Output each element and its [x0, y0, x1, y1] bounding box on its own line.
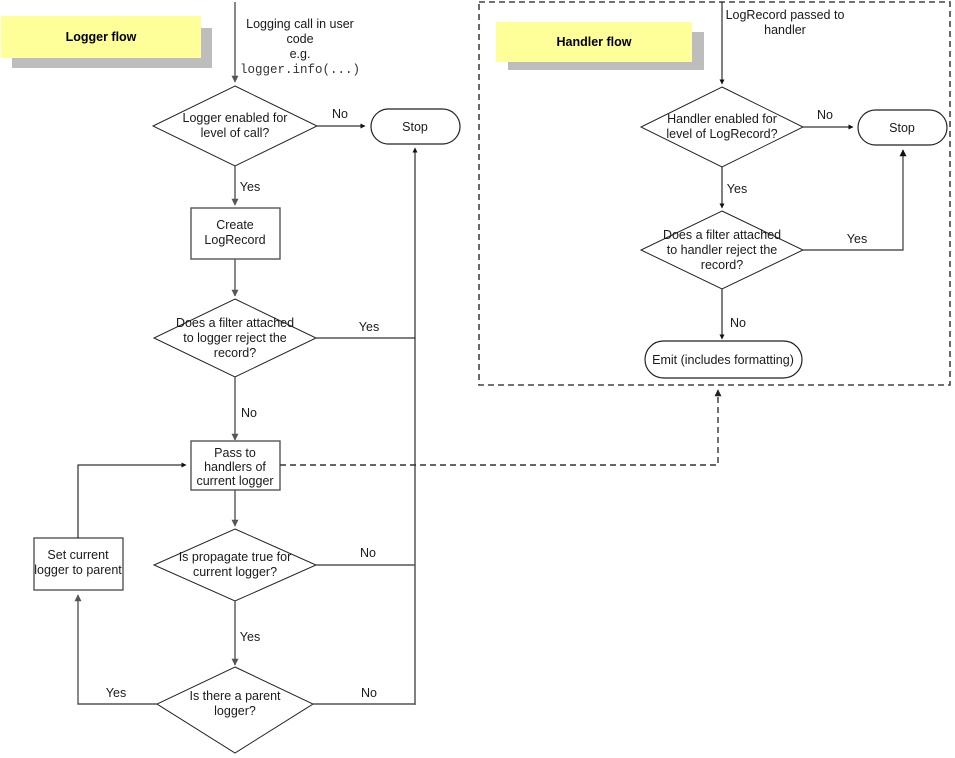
edge-label-logger-filter-no: No — [241, 406, 257, 420]
node-logger-filter-line2: to logger reject the — [183, 331, 287, 345]
node-create-logrecord: Create LogRecord — [190, 207, 281, 260]
node-create-logrecord-line2: LogRecord — [204, 233, 265, 247]
logger-entry-caption: Logging call in user code e.g. logger.in… — [240, 17, 360, 77]
banner-logger-flow-label: Logger flow — [66, 30, 137, 44]
node-handler-enabled: Handler enabled for level of LogRecord? — [639, 86, 805, 168]
node-pass-to-handlers-line1: Pass to — [214, 446, 256, 460]
node-is-propagate-line2: current logger? — [193, 565, 277, 579]
edge-label-propagate-no: No — [360, 546, 376, 560]
node-pass-to-handlers: Pass to handlers of current logger — [190, 440, 281, 491]
node-logger-enabled-line1: Logger enabled for — [183, 111, 288, 125]
node-is-there-parent-line2: logger? — [214, 704, 256, 718]
node-set-current-parent-line1: Set current — [47, 548, 109, 562]
handler-flow-region — [478, 1, 951, 386]
banner-handler-flow-label: Handler flow — [556, 35, 631, 49]
node-logger-filter: Does a filter attached to logger reject … — [152, 298, 318, 378]
node-create-logrecord-shape — [190, 207, 281, 260]
node-set-current-parent: Set current logger to parent — [33, 537, 124, 591]
banner-logger-flow-box — [1, 16, 201, 58]
node-is-there-parent-line1: Is there a parent — [189, 689, 281, 703]
node-logger-enabled: Logger enabled for level of call? — [151, 85, 319, 167]
handler-entry-caption-line2: handler — [764, 23, 806, 37]
logger-entry-caption-line3: e.g. — [290, 47, 311, 61]
handler-entry-caption-line1: LogRecord passed to — [726, 8, 845, 22]
node-is-propagate-line1: Is propagate true for — [179, 550, 292, 564]
logger-entry-caption-line1: Logging call in user — [246, 17, 354, 31]
node-pass-to-handlers-line3: current logger — [196, 474, 273, 488]
edge-label-parent-no: No — [361, 686, 377, 700]
banner-logger-flow: Logger flow — [1, 16, 212, 68]
edge-label-propagate-yes: Yes — [240, 630, 260, 644]
node-logger-stop: Stop — [370, 108, 461, 145]
node-handler-filter-line1: Does a filter attached — [663, 228, 781, 242]
node-handler-stop: Stop — [857, 109, 948, 146]
logger-entry-caption-code: logger.info(...) — [240, 63, 360, 77]
node-is-propagate: Is propagate true for current logger? — [152, 528, 318, 602]
node-emit-label: Emit (includes formatting) — [652, 353, 794, 367]
edge-label-logger-enabled-yes: Yes — [240, 180, 260, 194]
node-logger-enabled-line2: level of call? — [201, 126, 270, 140]
logger-entry-caption-line2: code — [286, 32, 313, 46]
node-logger-stop-shape — [370, 108, 461, 145]
edge-set-parent-to-pass — [77, 462, 187, 538]
edge-label-logger-filter-yes: Yes — [359, 320, 379, 334]
node-logger-filter-line3: record? — [214, 346, 256, 360]
edge-handler-filter-yes — [803, 149, 907, 251]
node-handler-stop-label: Stop — [889, 121, 915, 135]
edge-label-handler-filter-yes: Yes — [847, 232, 867, 246]
node-handler-stop-shape — [857, 109, 948, 146]
node-set-current-parent-line2: logger to parent — [34, 563, 122, 577]
node-set-current-parent-shape — [33, 537, 124, 591]
node-handler-filter-line3: record? — [701, 258, 743, 272]
edge-label-logger-enabled-no: No — [332, 107, 348, 121]
node-handler-filter: Does a filter attached to handler reject… — [639, 210, 805, 290]
edge-label-handler-enabled-no: No — [817, 108, 833, 122]
node-is-there-parent: Is there a parent logger? — [155, 666, 315, 754]
edge-pass-to-handler-flow — [280, 389, 722, 466]
node-handler-enabled-line1: Handler enabled for — [667, 112, 777, 126]
node-logger-stop-label: Stop — [402, 120, 428, 134]
node-pass-to-handlers-line2: handlers of — [204, 460, 266, 474]
node-is-there-parent-shape — [155, 666, 315, 754]
edge-label-handler-filter-no: No — [730, 316, 746, 330]
node-create-logrecord-line1: Create — [216, 218, 254, 232]
banner-handler-flow: Handler flow — [496, 22, 704, 70]
banner-handler-flow-box — [496, 22, 692, 62]
handler-entry-caption: LogRecord passed to handler — [726, 8, 845, 37]
edge-parent-yes — [74, 594, 157, 705]
node-handler-filter-line2: to handler reject the — [667, 243, 778, 257]
node-emit-shape — [644, 340, 803, 379]
edge-label-handler-enabled-yes: Yes — [727, 182, 747, 196]
node-handler-enabled-line2: level of LogRecord? — [666, 127, 777, 141]
node-logger-filter-line1: Does a filter attached — [176, 316, 294, 330]
node-emit: Emit (includes formatting) — [644, 340, 803, 379]
edge-label-parent-yes: Yes — [106, 686, 126, 700]
